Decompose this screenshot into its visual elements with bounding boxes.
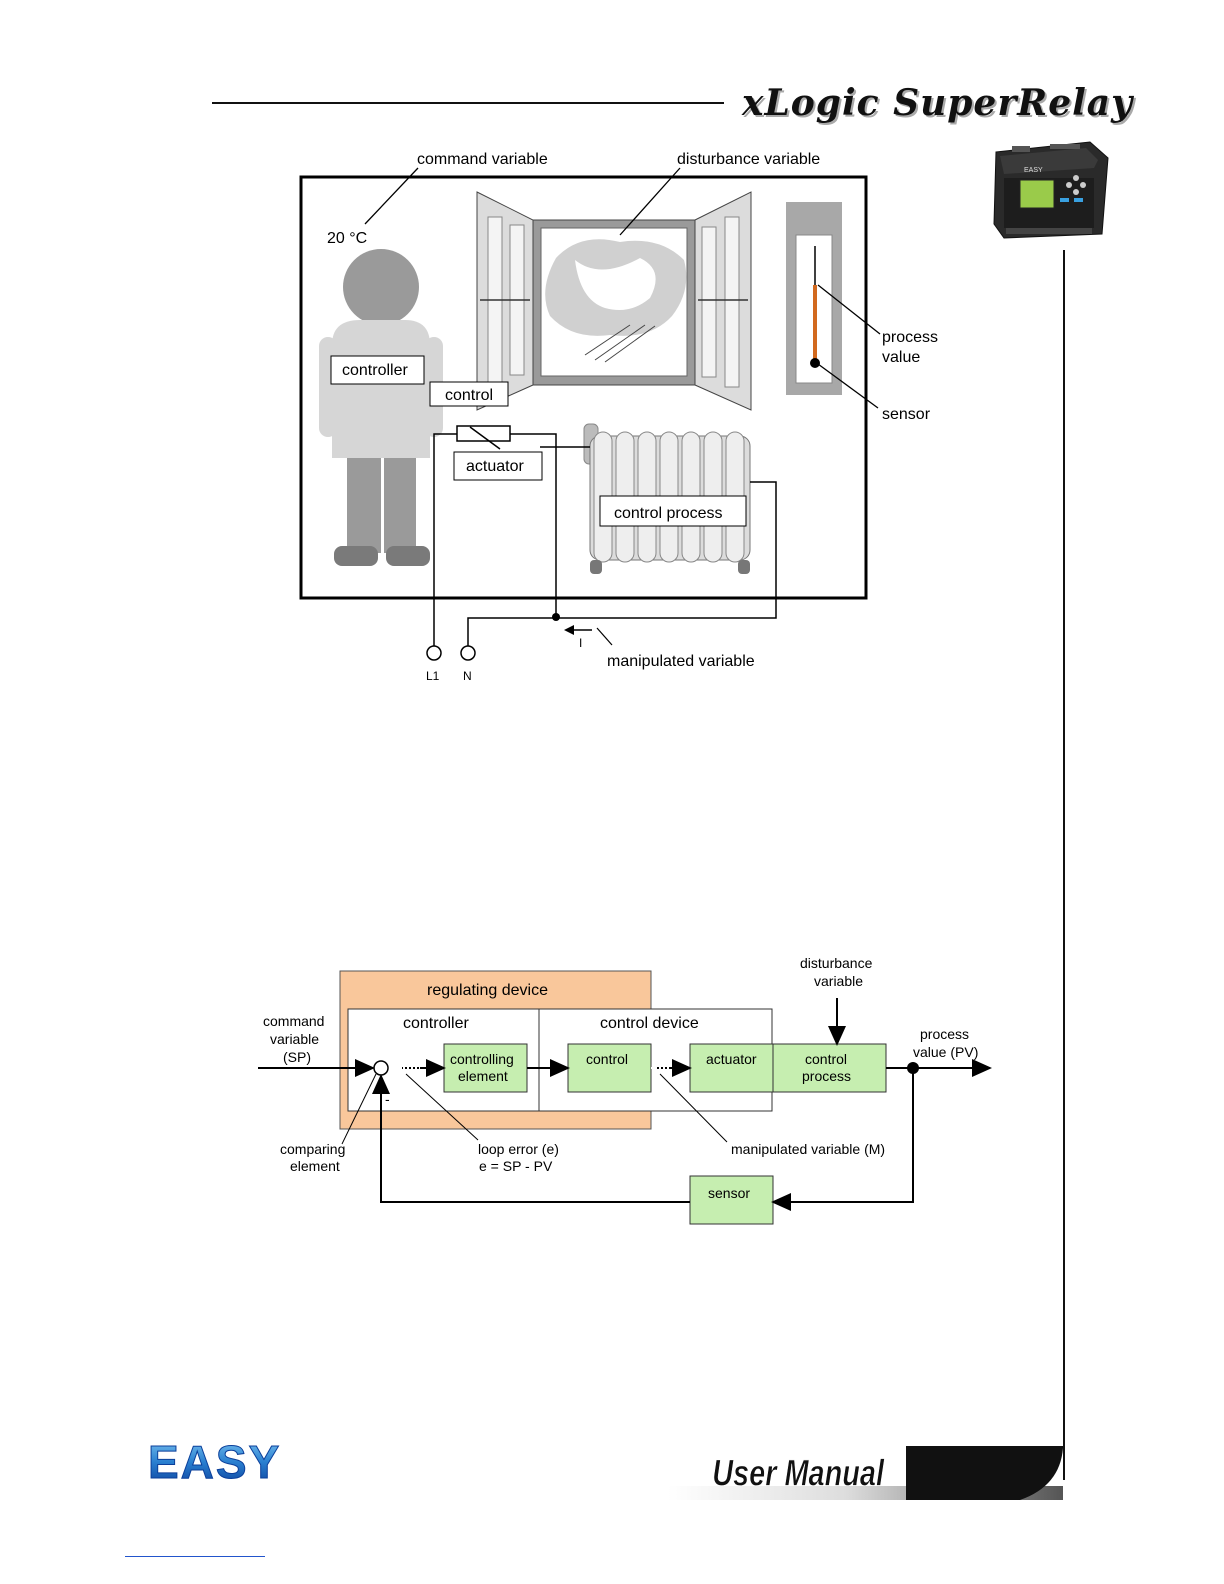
current-symbol: I (579, 636, 582, 650)
sensor-block-label: sensor (708, 1185, 750, 1201)
product-device-image: EASY (993, 141, 1109, 239)
control-device-label: control device (600, 1015, 699, 1032)
disturbance-leader (619, 167, 681, 236)
process-leader (817, 284, 881, 335)
terminal-n-label: N (463, 669, 472, 683)
comparing-element-line1: comparing (280, 1141, 345, 1157)
minus-sign: - (385, 1091, 390, 1107)
process-value-label-line2: value (882, 349, 920, 366)
command-variable-line3: (SP) (283, 1049, 311, 1065)
control-block-label: control (586, 1051, 628, 1067)
regulating-device-label: regulating device (427, 982, 548, 999)
device-brand-label: EASY (1024, 167, 1043, 174)
control-process-box (599, 495, 747, 527)
actuator-block-label: actuator (706, 1051, 757, 1067)
actuator-box (453, 451, 543, 481)
controller-label: controller (342, 362, 408, 379)
user-manual-banner: User Manual (668, 1446, 1063, 1500)
command-variable-line2: variable (270, 1031, 319, 1047)
thermometer-illustration (786, 202, 842, 395)
junction-dot (552, 613, 560, 621)
actuator-label: actuator (466, 458, 524, 475)
loop-error-line2: e = SP - PV (479, 1158, 553, 1174)
controlling-element-line1: controlling (450, 1051, 514, 1067)
control-process-line2: process (802, 1068, 851, 1084)
window-illustration (476, 191, 752, 411)
room-control-illustration: L1 N I manipulated variable command vari… (299, 151, 938, 683)
right-margin-rule (1063, 250, 1065, 1480)
temperature-label: 20 °C (327, 230, 367, 247)
control-process-line1: control (805, 1051, 847, 1067)
control-label: control (445, 387, 493, 404)
leader-lines (341, 1073, 728, 1145)
comparing-element-line2: element (290, 1158, 340, 1174)
sensor-block (689, 1175, 774, 1225)
banner-dark-block (906, 1446, 1063, 1500)
header-rule (212, 102, 724, 104)
controller-box (330, 355, 425, 385)
user-manual-label: User Manual (712, 1453, 884, 1494)
control-block (567, 1043, 652, 1093)
person-silhouette (319, 249, 443, 566)
command-variable-line1: command (263, 1013, 324, 1029)
easy-logo: EASY (148, 1440, 281, 1486)
footer-underline (125, 1556, 265, 1557)
sensor-leader (817, 363, 879, 409)
disturbance-variable-line1: disturbance (800, 955, 873, 971)
process-value-line2: value (PV) (913, 1044, 978, 1060)
terminal-l1-label: L1 (426, 669, 440, 683)
process-value-line1: process (920, 1026, 969, 1042)
header-title: xLogic SuperRelay (742, 82, 1134, 124)
current-arrow-icon (564, 625, 592, 635)
loop-error-line1: loop error (e) (478, 1141, 559, 1157)
control-loop-block-diagram: regulating device controller control dev… (258, 955, 992, 1225)
comparing-element-icon (373, 1060, 389, 1076)
manipulated-variable-label: manipulated variable (607, 653, 755, 670)
manipulated-leader (596, 627, 613, 646)
device-screen (1019, 179, 1055, 209)
wiring (433, 425, 777, 648)
control-process-block (772, 1043, 887, 1093)
control-process-label: control process (614, 505, 723, 522)
process-value-label-line1: process (882, 329, 938, 346)
sensor-label: sensor (882, 406, 931, 423)
terminal-n-icon (460, 645, 476, 661)
controller-region-label: controller (403, 1015, 469, 1032)
room-frame (299, 175, 868, 600)
pv-junction-dot (907, 1062, 919, 1074)
controlling-element-block (443, 1043, 528, 1093)
command-variable-label: command variable (417, 151, 548, 168)
device-terminals (1006, 228, 1092, 234)
disturbance-variable-line2: variable (814, 973, 863, 989)
command-leader (364, 167, 419, 225)
controlling-element-line2: element (458, 1068, 508, 1084)
device-keypad (1060, 175, 1086, 202)
control-box (429, 381, 509, 407)
manipulated-variable-label: manipulated variable (M) (731, 1141, 885, 1157)
disturbance-variable-label: disturbance variable (677, 151, 820, 168)
easy-logo-text: EASY (148, 1440, 281, 1486)
terminal-l1-icon (426, 645, 442, 661)
